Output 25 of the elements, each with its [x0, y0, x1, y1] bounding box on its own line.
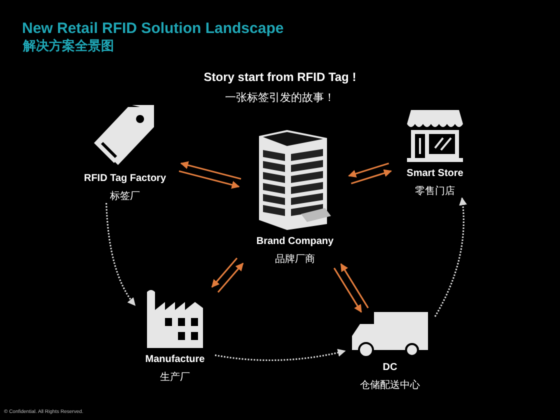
arrow — [217, 262, 244, 293]
node-label: Smart Store — [406, 168, 464, 179]
arrow — [180, 161, 242, 180]
arrow — [214, 348, 346, 362]
arrow — [178, 170, 240, 189]
arrow — [211, 258, 238, 288]
arrow — [340, 263, 369, 308]
arrow — [106, 202, 136, 306]
node-label: DC — [382, 362, 398, 373]
node-sublabel: 品牌厂商 — [275, 252, 315, 266]
node-sublabel: 仓储配送中心 — [360, 378, 420, 392]
headline: Story start from RFID Tag ! — [202, 70, 358, 84]
headline-translation: 一张标签引发的故事！ — [224, 91, 336, 105]
node-label: Brand Company — [256, 236, 334, 247]
node-sublabel: 零售门店 — [415, 184, 455, 198]
arrow — [348, 162, 390, 178]
node-label: RFID Tag Factory — [84, 173, 166, 184]
node-label: Manufacture — [145, 354, 205, 365]
arrow — [350, 169, 392, 184]
node-sublabel: 标签厂 — [110, 190, 140, 203]
arrow — [333, 268, 362, 313]
title: New Retail RFID Solution Landscape — [22, 20, 284, 37]
node-sublabel: 生产厂 — [160, 370, 190, 384]
arrow — [434, 197, 467, 317]
subtitle: 解决方案全景图 — [23, 37, 114, 55]
